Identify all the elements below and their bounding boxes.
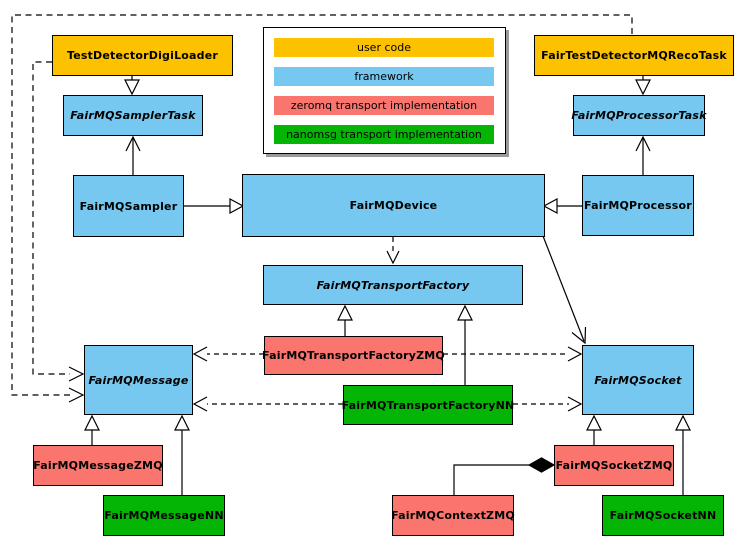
node-fairmqsamplertask: FairMQSamplerTask [63,95,203,136]
edge-device-socket [542,235,587,345]
legend-item-user_code: user code [274,38,494,57]
node-fairmqprocessortask: FairMQProcessorTask [571,95,706,136]
edge-messagenn-message [174,414,190,495]
node-fairmqsocket: FairMQSocket [582,345,694,415]
edge-factoryzmq-socket-dashed [443,346,583,362]
node-fairmqsocketzmq: FairMQSocketZMQ [554,445,674,486]
edge-recotask-message-dashed [11,14,633,403]
edge-processor-processortask [635,135,651,175]
edge-sampler-device [184,197,245,215]
edge-socketzmq-socket [586,414,602,445]
edge-factoryzmq-message-dashed [192,346,264,362]
edge-contextzmq-socketzmq-composition [453,457,556,495]
node-fairmqmessage: FairMQMessage [84,345,193,415]
node-fairmqdevice: FairMQDevice [242,174,545,237]
edge-digiloader-message-dashed [32,61,85,382]
edge-socketnn-socket [675,414,691,495]
edge-messagezmq-message [84,414,100,445]
legend-item-framework: framework [274,67,494,86]
legend-item-zeromq: zeromq transport implementation [274,96,494,115]
node-fairmqsocketnn: FairMQSocketNN [602,495,724,536]
node-fairmqcontextzmq: FairMQContextZMQ [391,495,515,536]
edge-factorynn-message-dashed [192,396,343,412]
node-fairmqtransportfactorynn: FairMQTransportFactoryNN [342,385,514,425]
legend-item-nanomsg: nanomsg transport implementation [274,125,494,144]
node-fairmqsampler: FairMQSampler [73,175,184,237]
edge-digiloader-samplertask [124,76,140,96]
node-fairmqmessagenn: FairMQMessageNN [103,495,225,536]
edge-recotask-processortask [635,76,651,96]
edge-factoryzmq-transportfactory [337,304,353,336]
edge-device-transportfactory-dashed [386,237,400,265]
edge-factorynn-transportfactory [457,304,473,385]
node-testdetectordigiloader: TestDetectorDigiLoader [52,35,233,76]
node-fairtestdetectormqrecotask: FairTestDetectorMQRecoTask [534,35,734,76]
node-fairmqtransportfactory: FairMQTransportFactory [263,265,523,305]
node-fairmqprocessor: FairMQProcessor [582,175,694,236]
node-fairmqmessagezmq: FairMQMessageZMQ [33,445,163,486]
edge-factorynn-socket-dashed [513,396,583,412]
legend-box: user code framework zeromq transport imple… [263,27,506,154]
edge-sampler-samplertask [125,135,141,175]
edge-processor-device [542,197,582,215]
node-fairmqtransportfactoryzmq: FairMQTransportFactoryZMQ [262,336,445,375]
